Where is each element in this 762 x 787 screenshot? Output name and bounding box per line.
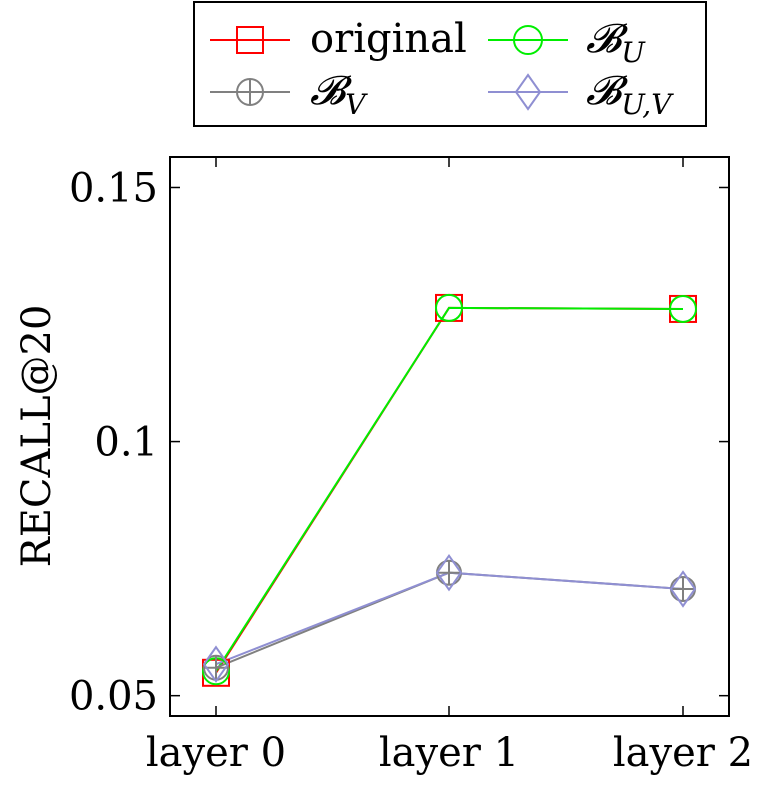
data-point-diamond <box>202 645 230 683</box>
legend-entry-bu: 𝓑U <box>488 16 646 69</box>
legend-entry-original: original <box>210 16 467 62</box>
x-tick-label: layer 0 <box>146 730 286 776</box>
legend-entry-buv: 𝓑U,V <box>488 68 674 121</box>
legend-diamond-marker <box>514 73 542 111</box>
y-tick-label: 0.15 <box>69 165 158 211</box>
series-line-3 <box>215 571 684 666</box>
data-point-oplus <box>436 559 462 586</box>
data-point-circle <box>435 293 463 322</box>
x-tick-label: layer 2 <box>613 730 753 776</box>
plot-frame <box>169 156 730 717</box>
series-line-0 <box>215 306 684 674</box>
legend-circle-marker <box>513 25 543 55</box>
legend-square-marker <box>236 26 264 54</box>
legend-box <box>193 1 707 127</box>
legend-label-bu: 𝓑U <box>586 16 646 69</box>
x-tick-label: layer 1 <box>379 730 519 776</box>
legend: original 𝓑U 𝓑V 𝓑U,V <box>193 1 707 127</box>
series-layer <box>202 293 697 687</box>
data-point-circle <box>669 294 697 323</box>
y-tick-label: 0.05 <box>69 674 158 720</box>
y-axis: 0.05 0.1 0.15 <box>69 165 729 720</box>
legend-label-buv: 𝓑U,V <box>586 68 674 121</box>
data-point-diamond <box>435 553 463 592</box>
data-point-diamond <box>669 570 697 608</box>
x-axis: layer 0 layer 1 layer 2 <box>146 157 753 776</box>
legend-label-original: original <box>310 16 467 62</box>
y-tick-label: 0.1 <box>94 420 158 466</box>
series-line-2 <box>215 571 684 669</box>
data-point-oplus <box>670 575 696 602</box>
series-line-1 <box>215 306 684 672</box>
y-axis-label: RECALL@20 <box>14 305 60 568</box>
